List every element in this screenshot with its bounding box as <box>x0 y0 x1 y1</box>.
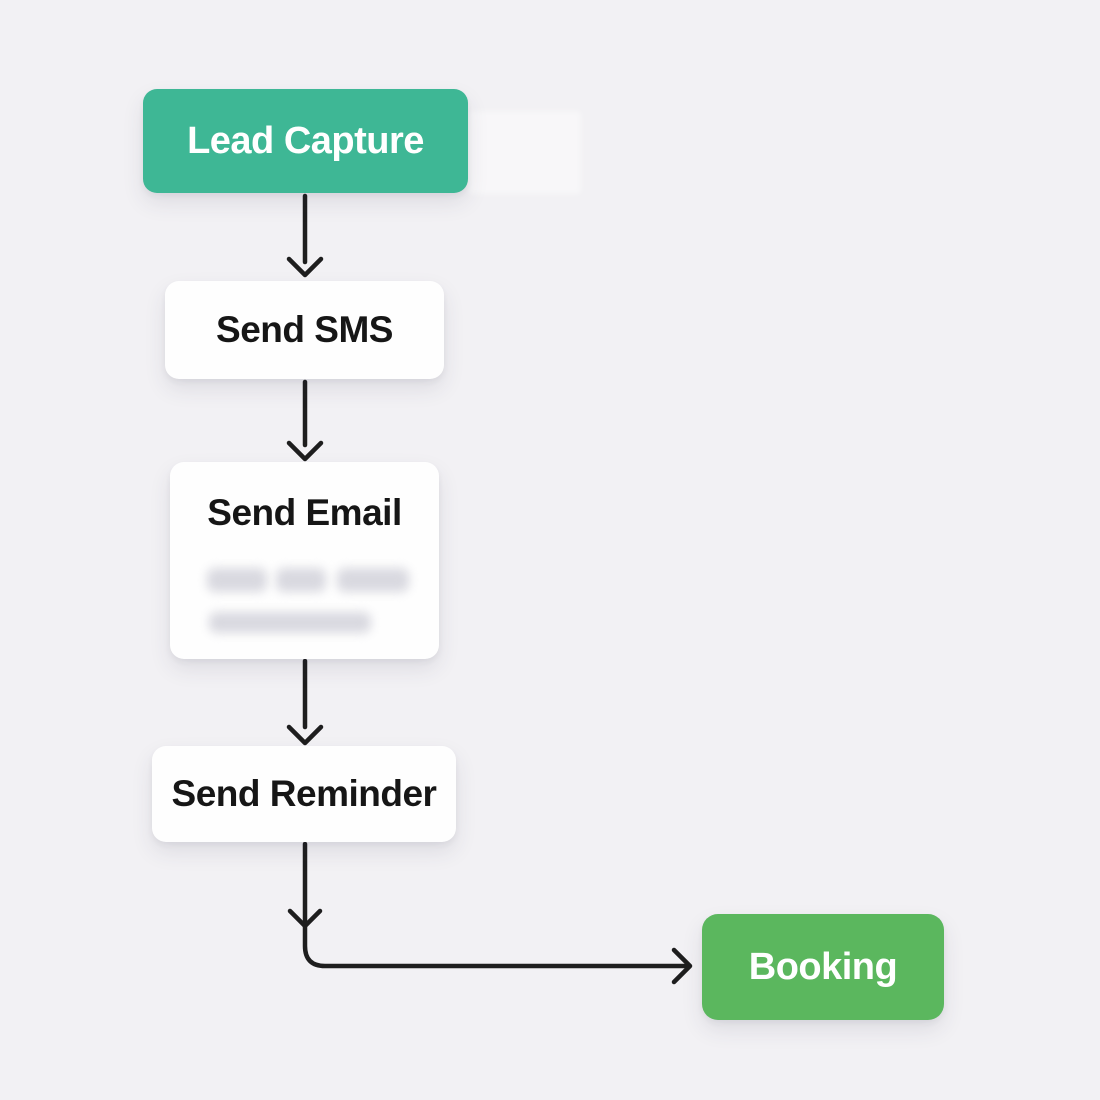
edge-send-sms-to-send-email <box>286 379 324 462</box>
arrowhead-right-icon <box>671 947 693 985</box>
node-label: Send SMS <box>216 309 393 350</box>
arrowhead-down-icon <box>286 724 324 746</box>
node-label: Lead Capture <box>187 119 424 162</box>
node-send-email: Send Email <box>170 462 439 659</box>
edge-lead-capture-to-send-sms <box>286 193 324 278</box>
ghost-highlight <box>468 111 581 194</box>
blurred-text-line <box>209 612 371 633</box>
blurred-text-line <box>337 568 409 592</box>
node-send-sms: Send SMS <box>165 281 444 379</box>
edge-send-reminder-to-booking <box>287 841 693 985</box>
blurred-text-line <box>276 568 326 592</box>
arrowhead-down-icon <box>286 256 324 278</box>
node-lead-capture: Lead Capture <box>143 89 468 193</box>
node-booking: Booking <box>702 914 944 1020</box>
arrowhead-down-icon <box>287 908 323 929</box>
node-label: Send Reminder <box>171 773 437 814</box>
node-label: Booking <box>748 945 898 988</box>
edge-line <box>302 841 689 969</box>
blurred-text-line <box>207 568 267 592</box>
blurred-detail-text <box>170 462 439 659</box>
arrowhead-down-icon <box>286 440 324 462</box>
node-label: Send Email <box>207 492 402 533</box>
edge-send-email-to-send-reminder <box>286 658 324 746</box>
node-send-reminder: Send Reminder <box>152 746 456 842</box>
